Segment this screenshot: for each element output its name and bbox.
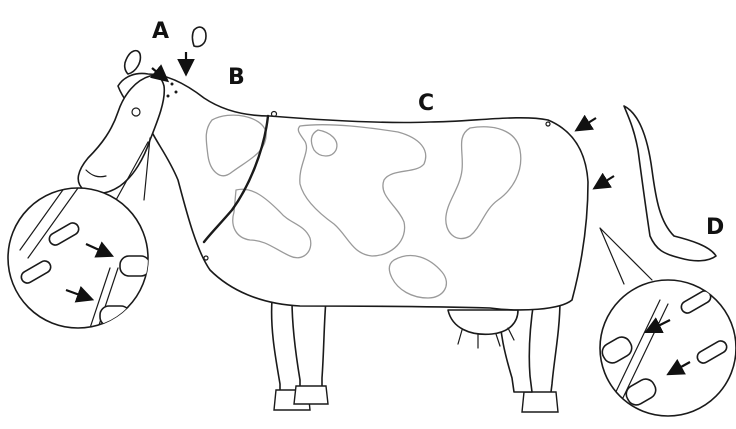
tail [624, 106, 716, 261]
label-a: A [152, 19, 169, 44]
cow-body [118, 74, 588, 310]
ear-right [193, 27, 207, 46]
front-legs [272, 300, 328, 410]
right-inset-magnifier [599, 280, 736, 416]
label-c: C [418, 91, 434, 116]
ear-left [125, 51, 141, 74]
label-d: D [706, 215, 724, 240]
label-b: B [228, 65, 245, 90]
left-inset-magnifier [8, 180, 150, 340]
